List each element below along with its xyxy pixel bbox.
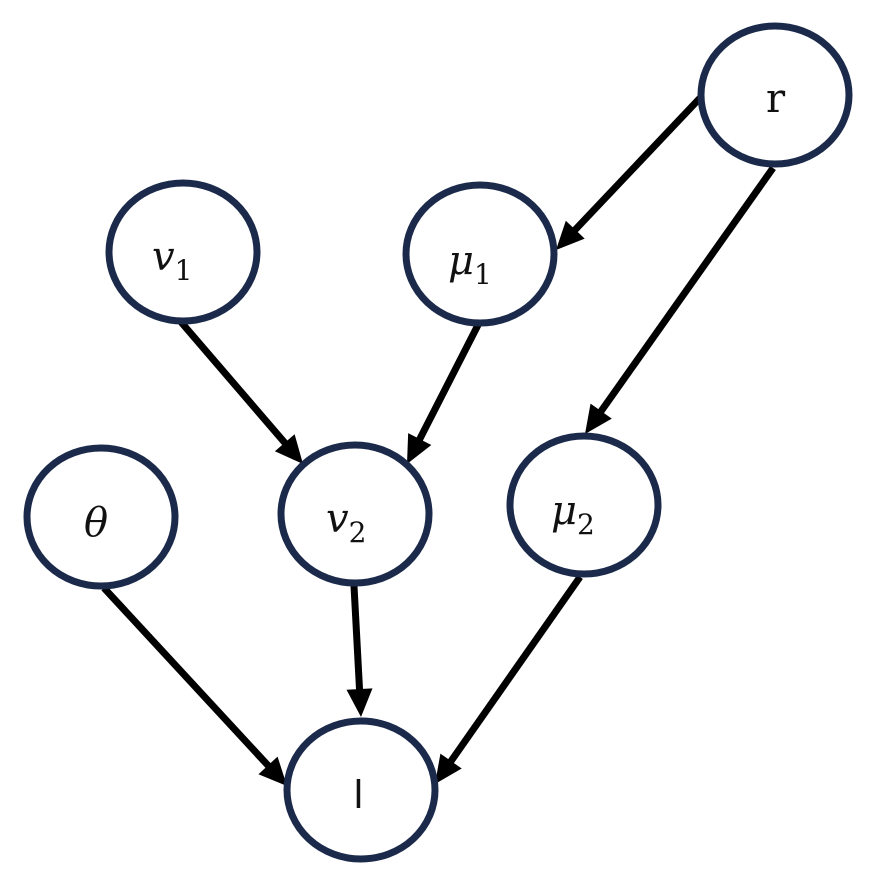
node-mu2-subscript: 2 <box>577 508 595 541</box>
edge-v2-l-arrowhead <box>346 688 373 717</box>
node-v1-subscript: 1 <box>175 254 193 287</box>
node-r-label: r <box>766 76 786 122</box>
edge-r-mu2 <box>585 165 776 434</box>
node-mu1-symbol: μ <box>448 238 474 284</box>
edge-v2-l <box>346 585 373 717</box>
node-l-label: l <box>354 773 363 817</box>
node-mu2: μ2 <box>506 432 662 578</box>
edge-theta-l-line <box>101 585 272 770</box>
edge-r-mu2-line <box>597 165 776 415</box>
node-mu1-label: μ1 <box>448 238 492 291</box>
node-mu1: μ1 <box>402 181 558 327</box>
node-v2-label: v2 <box>326 496 366 549</box>
node-r-circle <box>697 22 853 168</box>
node-mu2-label: μ2 <box>551 488 595 541</box>
edge-v1-v2-arrowhead <box>274 434 303 464</box>
edge-v1-v2 <box>178 319 303 464</box>
edge-theta-l-arrowhead <box>258 756 287 786</box>
nodes-layer: r v1 μ1 θ v2 μ2 l <box>23 22 853 863</box>
node-l: l <box>283 717 439 863</box>
node-v2-subscript: 2 <box>349 516 367 549</box>
node-mu1-subscript: 1 <box>474 258 492 291</box>
edge-mu2-l-line <box>447 574 583 765</box>
node-v1: v1 <box>105 179 261 325</box>
node-v1-label: v1 <box>152 234 192 287</box>
node-v1-circle <box>105 179 261 325</box>
node-v1-symbol: v <box>152 234 175 280</box>
edge-mu1-v2-line <box>415 323 482 443</box>
edges-layer <box>101 95 776 786</box>
node-l-circle <box>283 717 439 863</box>
edge-v1-v2-line <box>178 319 289 447</box>
edge-r-mu1 <box>556 95 703 250</box>
node-theta-label: θ <box>84 500 108 546</box>
edge-v2-l-line <box>350 585 364 692</box>
edge-mu2-l <box>435 574 583 784</box>
edge-r-mu2-arrowhead <box>585 403 612 434</box>
node-theta-circle <box>23 444 179 590</box>
node-v2-circle <box>277 441 433 587</box>
node-v2: v2 <box>277 441 433 587</box>
node-theta: θ <box>23 444 179 590</box>
node-mu2-circle <box>506 432 662 578</box>
edge-mu2-l-arrowhead <box>435 753 462 784</box>
node-r: r <box>697 22 853 168</box>
edge-r-mu1-arrowhead <box>556 220 585 250</box>
edge-mu1-v2 <box>407 323 482 464</box>
edge-r-mu1-line <box>571 95 703 234</box>
edge-mu1-v2-arrowhead <box>407 433 432 464</box>
node-mu2-symbol: μ <box>551 488 577 534</box>
node-v2-symbol: v <box>326 496 349 542</box>
node-mu1-circle <box>402 181 558 327</box>
edge-theta-l <box>101 585 287 786</box>
